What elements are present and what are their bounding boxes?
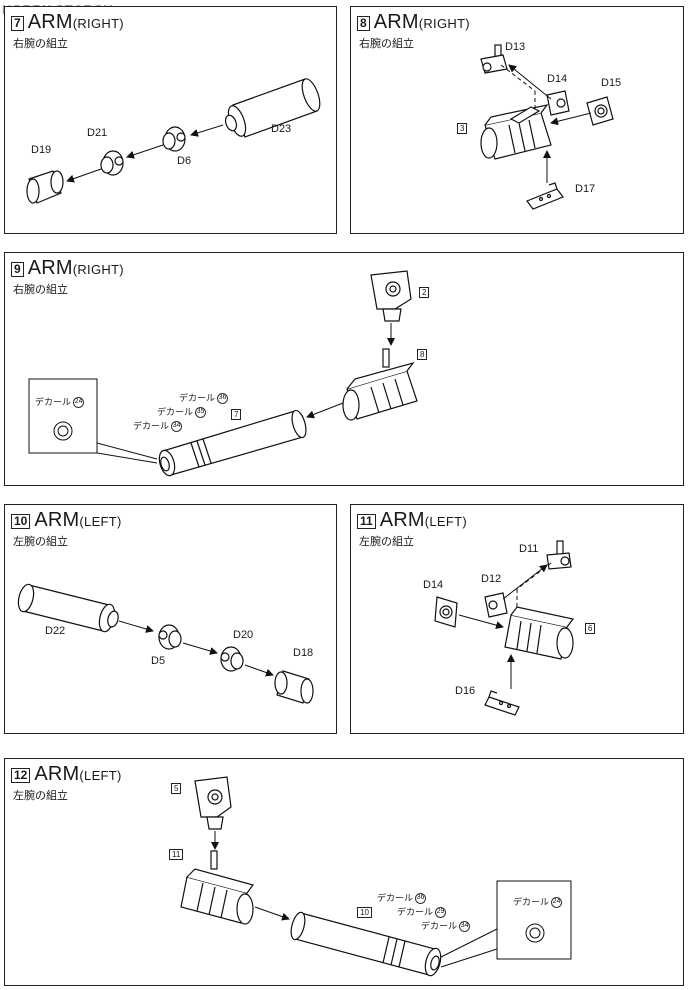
- part-body-8: [342, 348, 418, 421]
- part-d6: [162, 126, 186, 152]
- step-8-diagram: [480, 44, 614, 210]
- label-d6: D6: [177, 155, 192, 167]
- step-11-heading: 11 ARM (LEFT): [357, 509, 467, 532]
- label-d18: D18: [293, 647, 314, 659]
- step-subtitle: 右腕の組立: [359, 38, 414, 50]
- label-d14: D14: [547, 73, 568, 85]
- ref-step-11: 11: [169, 849, 184, 860]
- step-side: (LEFT): [424, 514, 467, 529]
- ref-step-3: 3: [457, 123, 468, 134]
- ref-step-5: 5: [171, 783, 182, 794]
- label-d23: D23: [271, 123, 292, 135]
- part-body-6: [504, 606, 575, 660]
- step-side: (RIGHT): [72, 16, 124, 31]
- ref-step-6: 6: [585, 623, 596, 634]
- part-d20: [220, 646, 244, 672]
- step-title: ARM: [27, 11, 73, 33]
- ref-step-2: 2: [419, 287, 430, 298]
- step-9-panel: 9 ARM (RIGHT) 右腕の組立: [4, 252, 684, 486]
- part-d13: [480, 44, 508, 74]
- step-number: 10: [11, 514, 31, 529]
- step-title: ARM: [379, 509, 425, 531]
- step-side: (LEFT): [79, 768, 122, 783]
- step-subtitle: 左腕の組立: [13, 790, 68, 802]
- step-8-panel: 8 ARM (RIGHT) 右腕の組立: [350, 6, 684, 234]
- step-title: ARM: [34, 509, 80, 531]
- part-arm-cylinder-10: [290, 911, 442, 977]
- part-joint-5: [194, 776, 232, 830]
- label-d22: D22: [45, 625, 66, 637]
- step-number: 9: [11, 262, 24, 277]
- step-10-diagram: [17, 583, 314, 704]
- part-d15: [586, 96, 614, 126]
- step-12-panel: 12 ARM (LEFT) 左腕の組立: [4, 758, 684, 986]
- step-subtitle: 左腕の組立: [359, 536, 414, 548]
- part-d17: [526, 182, 564, 210]
- step-7-heading: 7 ARM (RIGHT): [11, 11, 124, 34]
- part-d21: [100, 150, 124, 176]
- part-d18: [274, 670, 314, 704]
- ref-step-7: 7: [231, 409, 242, 420]
- part-joint-2: [370, 270, 412, 322]
- step-side: (RIGHT): [418, 16, 470, 31]
- step-side: (LEFT): [79, 514, 122, 529]
- label-d5: D5: [151, 655, 166, 667]
- step-11-diagram: [434, 540, 575, 716]
- label-d21: D21: [87, 127, 108, 139]
- step-subtitle: 右腕の組立: [13, 284, 68, 296]
- step-11-panel: 11 ARM (LEFT) 左腕の組立: [350, 504, 684, 734]
- label-d12: D12: [481, 573, 502, 585]
- step-title: ARM: [27, 257, 73, 279]
- part-d22: [17, 583, 119, 633]
- step-12-heading: 12 ARM (LEFT): [11, 763, 122, 786]
- part-d12: [484, 592, 508, 618]
- label-d19: D19: [31, 144, 52, 156]
- part-body-3: [480, 104, 552, 160]
- part-d5: [158, 624, 182, 650]
- part-d14-left: [434, 596, 458, 628]
- step-side: (RIGHT): [72, 262, 124, 277]
- label-d16: D16: [455, 685, 476, 697]
- part-d14: [546, 90, 570, 116]
- part-arm-cylinder-7: [158, 409, 307, 477]
- step-subtitle: 左腕の組立: [13, 536, 68, 548]
- step-number: 12: [11, 768, 31, 783]
- label-d20: D20: [233, 629, 254, 641]
- part-d19: [26, 170, 64, 204]
- step-number: 7: [11, 16, 24, 31]
- step-number: 8: [357, 16, 370, 31]
- step-9-heading: 9 ARM (RIGHT): [11, 257, 124, 280]
- step-8-heading: 8 ARM (RIGHT): [357, 11, 470, 34]
- step-7-diagram: [26, 78, 321, 204]
- step-10-heading: 10 ARM (LEFT): [11, 509, 122, 532]
- part-body-11: [180, 850, 255, 925]
- ref-step-10: 10: [357, 907, 372, 918]
- label-d17: D17: [575, 183, 596, 195]
- step-title: ARM: [373, 11, 419, 33]
- step-7-panel: 7 ARM (RIGHT) 右腕の組立 D19 D21: [4, 6, 337, 234]
- label-d13: D13: [505, 41, 526, 53]
- step-9-diagram: [28, 270, 418, 477]
- label-d14: D14: [423, 579, 444, 591]
- part-d23: [224, 78, 321, 138]
- part-d11: [546, 540, 572, 570]
- step-number: 11: [357, 514, 376, 529]
- part-d16: [484, 690, 520, 716]
- step-10-panel: 10 ARM (LEFT) 左腕の組立 D22 D5 D20 D18: [4, 504, 337, 734]
- step-subtitle: 右腕の組立: [13, 38, 68, 50]
- label-d15: D15: [601, 77, 622, 89]
- step-12-diagram: [180, 776, 572, 977]
- label-d11: D11: [519, 543, 539, 555]
- step-title: ARM: [34, 763, 80, 785]
- ref-step-8: 8: [417, 349, 428, 360]
